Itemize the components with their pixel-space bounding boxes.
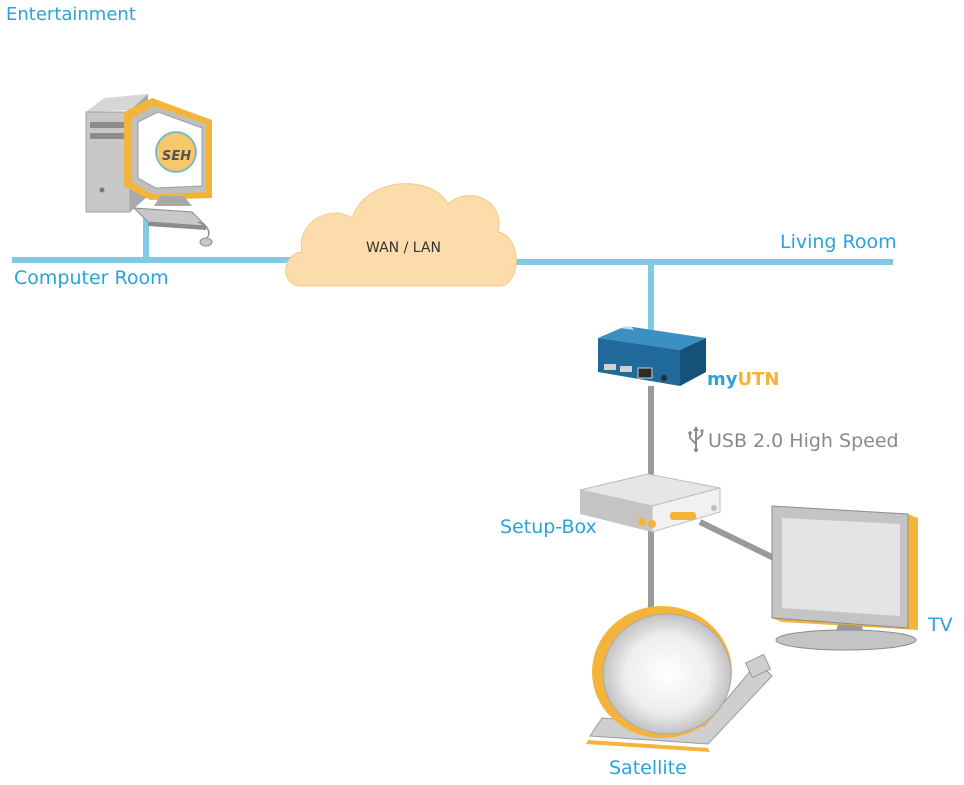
diagram-title: Entertainment: [6, 4, 136, 25]
setup-box-illustration: [579, 473, 721, 533]
usb-icon: [688, 426, 704, 452]
tv-illustration: [771, 505, 918, 651]
network-line: [12, 218, 893, 332]
tv-label: TV: [928, 614, 953, 636]
usb-link-text: USB 2.0 High Speed: [708, 430, 899, 452]
setup-box-label: Setup-Box: [500, 516, 597, 538]
computer-illustration: SEH: [85, 94, 213, 247]
wan-lan-cloud: [285, 183, 517, 287]
myutn-suffix: UTN: [737, 369, 780, 390]
seh-logo-text: SEH: [162, 149, 191, 164]
wan-lan-label: WAN / LAN: [366, 240, 441, 256]
myutn-label: myUTN: [707, 369, 779, 390]
usb-link-label: USB 2.0 High Speed: [688, 426, 899, 452]
satellite-dish-illustration: [586, 606, 773, 752]
computer-room-label: Computer Room: [14, 267, 169, 289]
satellite-label: Satellite: [609, 757, 687, 779]
myutn-prefix: my: [707, 369, 738, 390]
myutn-device: [598, 322, 706, 386]
living-room-label: Living Room: [780, 231, 897, 253]
usb-cable: [648, 386, 780, 612]
